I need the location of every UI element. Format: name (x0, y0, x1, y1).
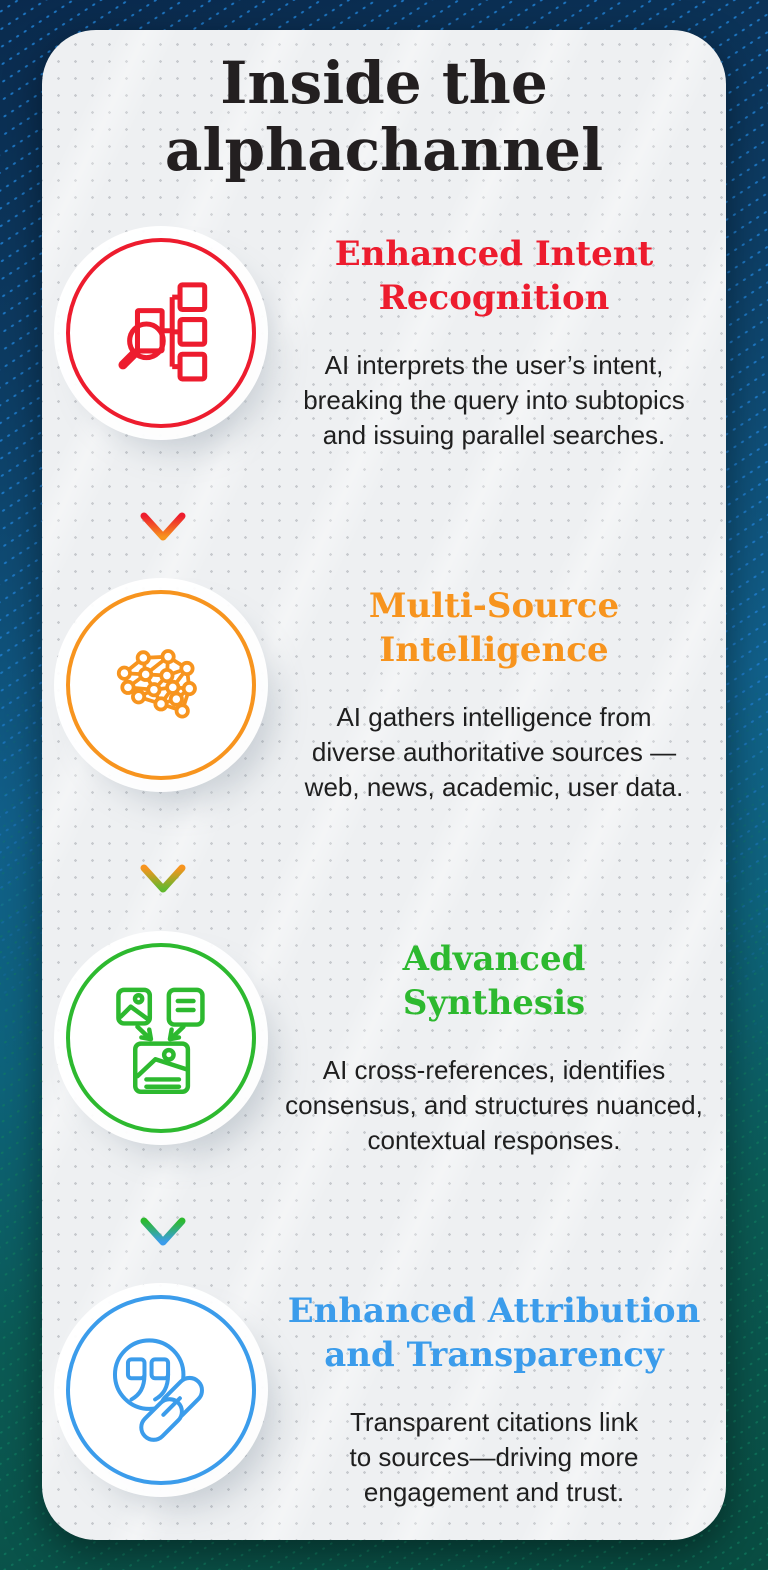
documents-merge-icon (66, 943, 256, 1133)
infographic-card: Inside the alphachannel Enhanced Intent … (42, 30, 726, 1540)
quote-link-icon (66, 1295, 256, 1485)
section-heading: Enhanced Attribution and Transparency (287, 1291, 701, 1376)
section-enhanced-intent-recognition: Enhanced Intent Recognition AI interpret… (42, 234, 726, 450)
section-heading: Advanced Synthesis (402, 939, 586, 1024)
flow-arrow-down (140, 1141, 186, 1246)
section-body: AI interprets the user’s intent, breakin… (303, 350, 685, 451)
section-body: AI cross-references, identifies consensu… (285, 1055, 703, 1156)
section-multi-source-intelligence: Multi-Source Intelligence AI gathers int… (42, 586, 726, 802)
section-advanced-synthesis: Advanced Synthesis AI cross-references, … (42, 939, 726, 1155)
section-enhanced-attribution-transparency: Enhanced Attribution and Transparency Tr… (42, 1291, 726, 1507)
section-body: AI gathers intelligence from diverse aut… (304, 702, 684, 803)
page-title: Inside the alphachannel (164, 49, 604, 185)
section-heading: Multi-Source Intelligence (368, 586, 620, 671)
flow-arrow-down (140, 436, 186, 541)
section-heading: Enhanced Intent Recognition (334, 234, 654, 319)
section-body: Transparent citations link to sources—dr… (349, 1407, 639, 1508)
intent-flowchart-magnifier-icon (66, 238, 256, 428)
flow-arrow-down (140, 788, 186, 893)
network-brain-icon (66, 590, 256, 780)
